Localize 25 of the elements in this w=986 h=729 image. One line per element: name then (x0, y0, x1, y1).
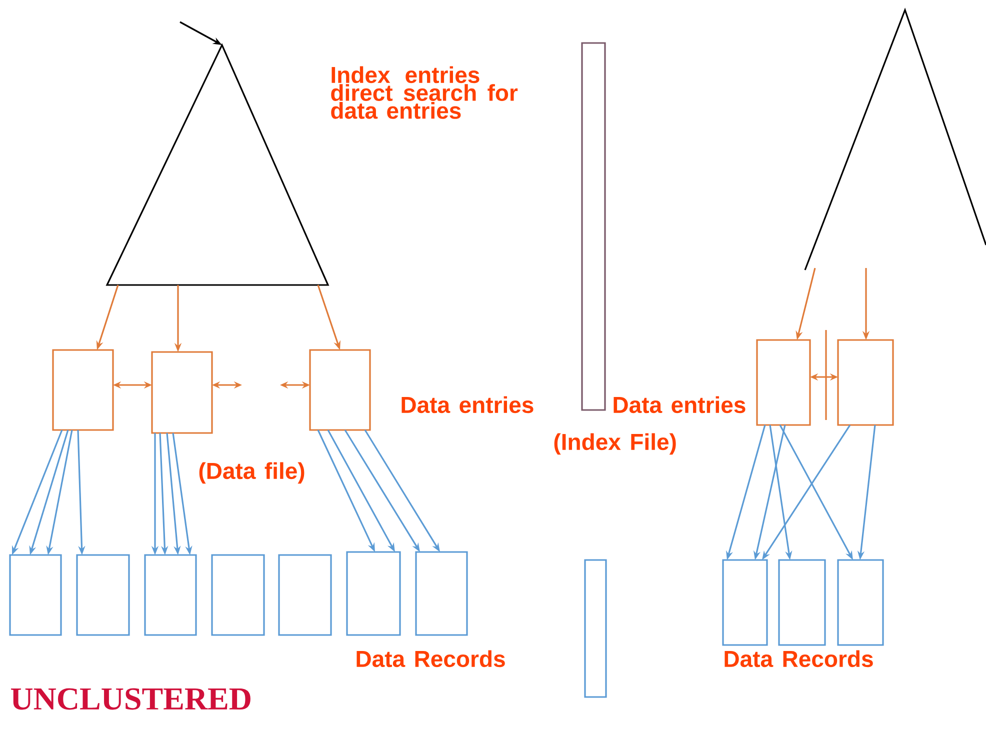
file-bar (584, 559, 607, 698)
page-box (415, 551, 468, 636)
page-box (778, 559, 826, 646)
page-box (346, 551, 401, 636)
page-box (144, 554, 197, 636)
page-box (309, 349, 371, 431)
page-box (151, 351, 213, 434)
file-bar (581, 42, 606, 411)
page-box (756, 339, 811, 426)
page-box (278, 554, 332, 636)
page-box (211, 554, 265, 636)
annotation-text: Data Records (356, 650, 505, 668)
page-box (76, 554, 130, 636)
annotation-text: Index entries direct search for data entries (331, 66, 518, 119)
annotation-text: Data Records (724, 650, 873, 668)
page-box (9, 554, 62, 636)
annotation-text: (Index File) (554, 433, 676, 455)
heading: UNCLUSTERED (11, 688, 250, 710)
annotation-text: Data entries (614, 396, 746, 414)
annotation-text: Data entries (402, 396, 534, 414)
page-box (837, 339, 894, 426)
annotation-text: (Data file) (199, 462, 304, 484)
page-box (722, 559, 768, 646)
page-box (837, 559, 884, 646)
page-box (52, 349, 114, 431)
